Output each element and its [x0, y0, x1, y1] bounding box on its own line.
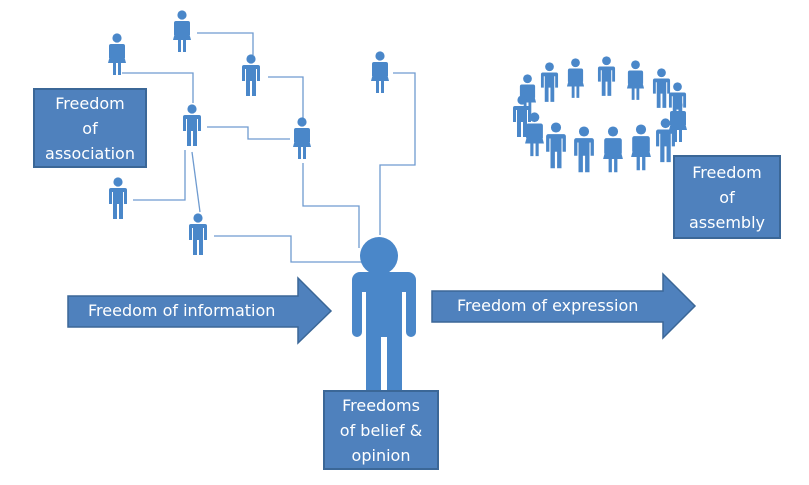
- connector: [302, 163, 360, 248]
- information-label: Freedom of information: [88, 301, 276, 320]
- association-label: Freedom of association: [45, 93, 135, 163]
- belief-label: Freedoms of belief & opinion: [339, 395, 423, 465]
- connector: [122, 72, 194, 103]
- man-figure-icon: [189, 213, 207, 255]
- connector: [191, 151, 201, 213]
- association-box: Freedom of association: [33, 88, 147, 168]
- information-arrow: [67, 276, 333, 345]
- man-figure-icon: [242, 54, 260, 96]
- central-person-icon: [350, 237, 416, 392]
- assembly-circle: [513, 56, 687, 173]
- assembly-label: Freedom of assembly: [689, 162, 765, 232]
- man-figure-icon: [109, 177, 127, 219]
- connection-lines: [122, 32, 416, 263]
- connector: [133, 150, 186, 201]
- expression-arrow: [431, 272, 697, 340]
- connector: [268, 76, 304, 118]
- woman-figure-icon: [371, 51, 389, 93]
- connector: [207, 126, 290, 140]
- woman-figure-icon: [293, 117, 311, 159]
- woman-figure-icon: [173, 10, 191, 52]
- connector: [379, 72, 416, 235]
- belief-box: Freedoms of belief & opinion: [323, 390, 439, 470]
- expression-label: Freedom of expression: [457, 296, 639, 315]
- man-figure-icon: [183, 104, 201, 146]
- connector: [197, 32, 254, 55]
- assembly-box: Freedom of assembly: [673, 155, 781, 239]
- connector: [214, 235, 362, 263]
- woman-figure-icon: [108, 33, 126, 75]
